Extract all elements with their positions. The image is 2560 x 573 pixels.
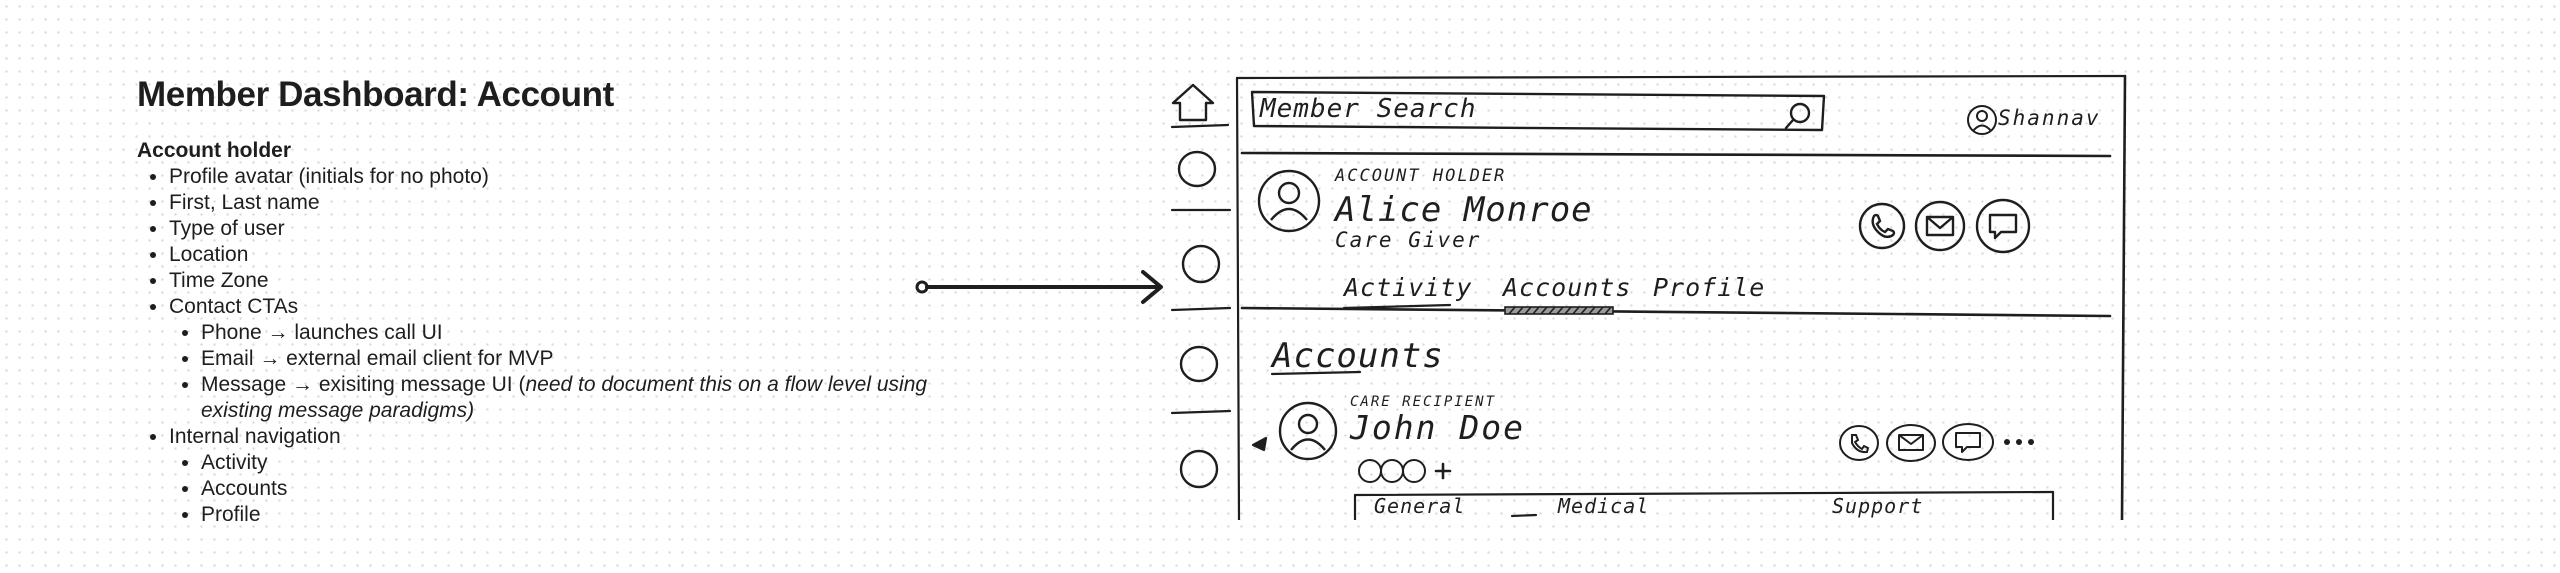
- email-icon[interactable]: [1912, 198, 1968, 254]
- search-placeholder: Member Search: [1260, 94, 1477, 124]
- tab-accounts[interactable]: Accounts: [1503, 273, 1632, 302]
- tab-activity[interactable]: Activity: [1344, 273, 1473, 302]
- section-heading: Account holder: [137, 139, 292, 162]
- wireframe-sketch: Member Search Shannav Account Holder Ali…: [1160, 68, 2140, 520]
- user-menu-name[interactable]: Shannav: [1998, 106, 2101, 130]
- account-holder-type: Care Giver: [1335, 228, 1482, 252]
- sidebar-nav-icon-2[interactable]: [1180, 243, 1222, 285]
- home-icon[interactable]: [1170, 82, 1216, 124]
- user-avatar-icon[interactable]: [1966, 104, 1998, 136]
- accounts-section-title: Accounts: [1272, 336, 1444, 376]
- message-note: need to document this on a flow level us…: [201, 373, 928, 422]
- notes-panel: Member Dashboard: Account Account holder…: [137, 72, 957, 528]
- sidebar-nav-icon-3[interactable]: [1178, 343, 1220, 385]
- recipient-tab-support[interactable]: Support: [1832, 494, 1924, 518]
- search-icon[interactable]: [1782, 101, 1814, 131]
- recipient-phone-icon[interactable]: [1837, 423, 1881, 463]
- list-item: Activity: [201, 450, 957, 476]
- message-icon[interactable]: [1973, 196, 2033, 256]
- contact-sublist: Phone → launches call UI Email → externa…: [169, 320, 957, 424]
- recipient-badges-add[interactable]: [1356, 454, 1456, 488]
- list-item-navigation: Internal navigation Activity Accounts Pr…: [169, 424, 957, 528]
- list-item-label: Contact CTAs: [169, 295, 299, 318]
- account-holder-label: Account Holder: [1335, 166, 1507, 186]
- list-item: First, Last name: [169, 190, 957, 216]
- list-item-message: Message → exisiting message UI (need to …: [201, 372, 957, 424]
- list-item: Type of user: [169, 216, 957, 242]
- care-recipient-name: John Doe: [1350, 408, 1525, 447]
- list-item-label: Internal navigation: [169, 425, 341, 448]
- list-item: Email → external email client for MVP: [201, 346, 957, 372]
- list-item: Profile: [201, 502, 957, 528]
- requirements-list: Profile avatar (initials for no photo) F…: [137, 164, 957, 528]
- care-recipient-label: Care Recipient: [1350, 394, 1497, 410]
- account-holder-name: Alice Monroe: [1335, 190, 1593, 230]
- sidebar-nav-icon-4[interactable]: [1178, 448, 1220, 490]
- more-options-icon[interactable]: [2002, 436, 2036, 448]
- recipient-email-icon[interactable]: [1884, 422, 1938, 464]
- tab-profile[interactable]: Profile: [1653, 273, 1766, 302]
- connector-arrow: [915, 270, 1163, 304]
- recipient-message-icon[interactable]: [1940, 421, 1996, 463]
- recipient-tab-general[interactable]: General: [1374, 494, 1466, 518]
- list-item: Phone → launches call UI: [201, 320, 957, 346]
- phone-icon[interactable]: [1856, 200, 1908, 252]
- recipient-tab-medical[interactable]: Medical: [1558, 494, 1650, 518]
- message-text: Message → exisiting message UI (: [201, 373, 526, 396]
- list-item: Profile avatar (initials for no photo): [169, 164, 957, 190]
- list-item-contact: Contact CTAs Phone → launches call UI Em…: [169, 294, 957, 424]
- page-title: Member Dashboard: Account: [137, 75, 614, 114]
- list-item: Accounts: [201, 476, 957, 502]
- list-item: Location: [169, 242, 957, 268]
- care-recipient-avatar: [1278, 401, 1338, 461]
- navigation-sublist: Activity Accounts Profile: [169, 450, 957, 528]
- tab-accounts-active-indicator: [1504, 306, 1614, 315]
- member-search-input[interactable]: [1248, 88, 1828, 134]
- account-holder-avatar: [1257, 169, 1321, 233]
- list-item: Time Zone: [169, 268, 957, 294]
- sidebar-nav-icon-1[interactable]: [1176, 148, 1218, 190]
